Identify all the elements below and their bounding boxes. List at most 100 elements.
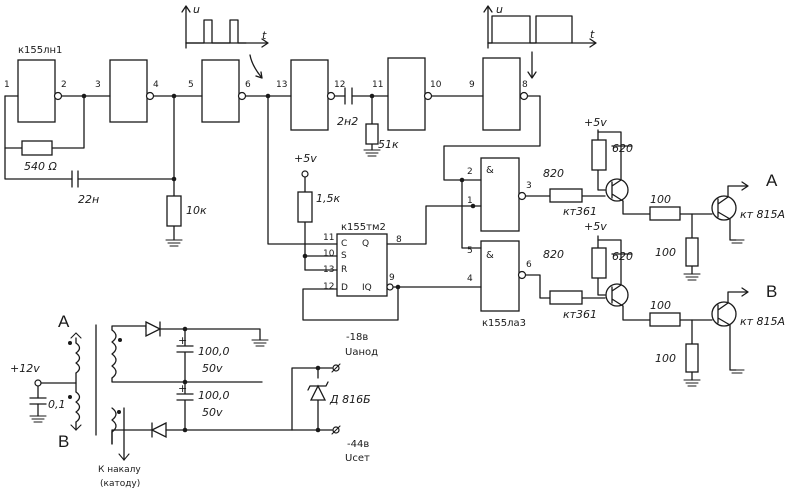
resistor-620-label: 620 [612,250,633,263]
nand-amp-label: & [486,250,494,261]
base-wire [525,274,606,299]
axis-arrow-icon [181,5,191,49]
junction-dot [182,427,188,433]
grid-label: Uсет [345,453,370,464]
transistor-leads [611,179,624,202]
flipflop-body [336,233,388,297]
ground-icon [729,239,745,244]
pin-label: 1 [467,196,473,206]
pin-label: 3 [95,80,101,90]
pin-label: 5 [467,246,473,256]
terminal-mark [331,425,341,435]
inverter-bubble-5 [423,91,433,101]
pin-text-iq: IQ [362,283,372,293]
output-a-label: A [766,171,778,190]
resistor-100-label: 100 [650,193,671,206]
resistor-100-shunt [685,237,699,267]
coil-icon [75,391,81,423]
winding-dot [68,395,72,399]
plus12-label: +12v [10,362,40,375]
nand-gate-top [480,157,520,232]
inverter-gate-2 [109,59,148,123]
transistor-kt815-label: кт 815А [740,208,785,221]
resistor-100-label: 100 [655,246,676,259]
iq-bubble [386,283,394,291]
inverter-bubble-6 [519,91,529,101]
junction-dot [171,176,177,182]
nand-amp-label: & [486,165,494,176]
driver-channel-b: 820 кт361 +5v 620 100 100 кт 815А B [525,220,785,387]
ground-icon [251,339,269,347]
axis-u-label: u [193,3,200,16]
diode-top-icon [145,320,162,338]
pin-label: 11 [372,80,383,90]
resistor-10k-label: 10к [186,204,207,217]
zener-label: Д 816Б [329,393,371,406]
inverter-bubble-2 [145,91,155,101]
inverter-bubble-4 [326,91,336,101]
resistor-820 [549,188,583,203]
pin-label: 10 [323,249,335,259]
ground-icon [683,273,701,281]
inverter-gate-5 [387,57,426,131]
resistor-620-label: 620 [612,142,633,155]
pointer-arrow-icon [249,54,263,79]
ground-icon [683,379,701,387]
winding-dot [118,338,122,342]
filament-label-2: (катоду) [100,479,140,489]
resistor-51k-label: 51к [378,138,399,151]
power-supply: A B +12v 0,1 К накалу (катоду) + [10,312,378,489]
pin-label: 9 [469,80,475,90]
axis-t-label: t [590,28,595,41]
set-reset-wire [304,255,338,271]
pin-label: 3 [526,181,532,191]
clock-wire [267,95,338,245]
nand-bubble-bottom [517,270,527,280]
winding-b-label: B [58,432,69,451]
zener-diode-icon [309,384,327,401]
capacitor-2-voltage: 50v [202,406,223,419]
transistor-kt361-label: кт361 [563,308,597,321]
pulse-trace [185,19,247,44]
nand-bubble-top [517,191,527,201]
pulse-trace [487,15,573,44]
emitter-wire [597,131,622,181]
pin-label: 12 [334,80,345,90]
junction-dot [182,379,188,385]
pin-label: 12 [323,282,334,292]
waveform-1: u t [181,3,269,79]
output-b-label: B [766,282,777,301]
inverter-gate-1 [17,59,56,123]
filament-label: К накалу [98,465,141,475]
junction-dot [369,93,375,99]
transistor-kt361-label: кт361 [563,205,597,218]
pin-text-c: C [341,239,347,249]
q-wire [386,205,482,245]
axis-u-label: u [496,3,503,16]
resistor-100-label: 100 [655,352,676,365]
winding-a-label: A [58,312,70,331]
resistor-100 [649,312,681,327]
coil-icon [111,407,117,433]
resistor-820 [549,290,583,305]
resistor-100-label: 100 [650,299,671,312]
coil-icon [75,342,81,374]
inverter-gate-4 [290,59,329,131]
filter-capacitors [176,328,194,431]
capacitor-2n2-label: 2н2 [337,115,358,128]
feedback-wire [4,95,173,180]
junction-dot [315,427,321,433]
grid-voltage-label: -44в [347,439,369,450]
enable-wire-2 [461,179,482,249]
pin-text-d: D [341,283,348,293]
resistor-100-shunt [685,343,699,373]
pin-label: 6 [245,80,251,90]
cap-plus-sign: + [178,382,187,395]
inverter-bubble-3 [237,91,247,101]
plus5-label: +5v [294,152,317,165]
resistor-100 [649,206,681,221]
pin-text-q: Q [362,239,369,249]
emitter-wire [597,239,622,286]
junction-dot [171,93,177,99]
resistor-820-label: 820 [543,167,564,180]
